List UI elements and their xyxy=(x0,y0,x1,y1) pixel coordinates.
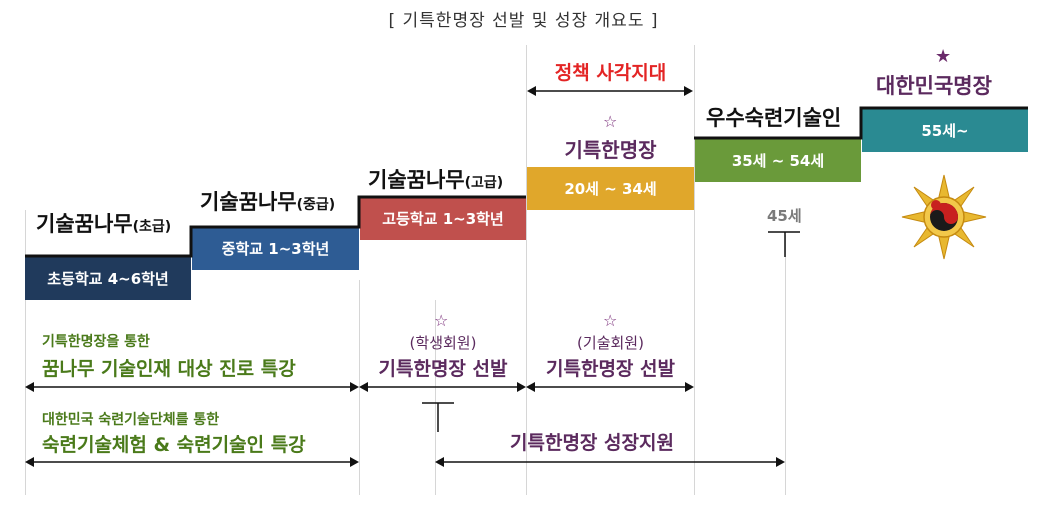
divider-line xyxy=(435,300,436,495)
stage-5-label: 우수숙련기술인 xyxy=(706,106,842,130)
stage-2-level: (중급) xyxy=(296,197,336,213)
stage-2-name: 기술꿈나무 xyxy=(200,190,297,214)
experience-line2: 숙련기술체험 & 숙련기술인 특강 xyxy=(42,434,306,456)
stage-1-box: 초등학교 4~6학년 xyxy=(25,256,191,300)
star-filled-icon: ★ xyxy=(935,46,952,67)
career-lecture-line2: 꿈나무 기술인재 대상 진로 특강 xyxy=(42,358,296,380)
star-outline-icon: ☆ xyxy=(434,311,449,330)
stage-1-box-text: 초등학교 4~6학년 xyxy=(47,269,169,288)
stage-2-box: 중학교 1~3학년 xyxy=(192,227,359,270)
age-45-label: 45세 xyxy=(767,207,802,225)
student-selection-label: 기특한명장 선발 xyxy=(378,358,508,380)
growth-support-label: 기특한명장 성장지원 xyxy=(510,432,674,454)
stage-4-label: 기특한명장 xyxy=(564,138,657,162)
stage-3-name: 기술꿈나무 xyxy=(368,168,465,192)
stage-1-name: 기술꿈나무 xyxy=(36,212,133,236)
student-member-label: (학생회원) xyxy=(409,334,477,352)
stage-2-label: 기술꿈나무(중급) xyxy=(200,186,335,216)
stage-3-level: (고급) xyxy=(464,175,504,191)
policy-gap-label: 정책 사각지대 xyxy=(554,62,667,84)
stage-5-box-text: 35세 ~ 54세 xyxy=(731,151,825,170)
divider-line xyxy=(785,235,786,495)
star-outline-icon: ☆ xyxy=(603,311,618,330)
divider-line xyxy=(359,280,360,495)
page-title: [ 기특한명장 선발 및 성장 개요도 ] xyxy=(388,11,659,31)
stage-3-box-text: 고등학교 1~3학년 xyxy=(382,210,504,228)
tech-member-label: (기술회원) xyxy=(577,334,644,352)
stage-5-box: 35세 ~ 54세 xyxy=(695,138,861,182)
stage-1-label: 기술꿈나무(초급) xyxy=(36,208,171,238)
star-outline-icon: ☆ xyxy=(603,112,618,131)
stage-3-box: 고등학교 1~3학년 xyxy=(360,197,526,240)
divider-line xyxy=(25,210,26,495)
stage-6-box-text: 55세~ xyxy=(921,121,969,140)
experience-line1: 대한민국 숙련기술단체를 통한 xyxy=(42,412,220,428)
stage-6-box: 55세~ xyxy=(862,108,1028,152)
stage-2-box-text: 중학교 1~3학년 xyxy=(221,240,330,258)
stage-3-label: 기술꿈나무(고급) xyxy=(368,164,503,194)
stage-4-box-text: 20세 ~ 34세 xyxy=(564,180,657,198)
stage-6-label: 대한민국명장 xyxy=(876,74,992,98)
stage-1-level: (초급) xyxy=(132,219,172,235)
divider-line xyxy=(526,45,527,495)
tech-selection-label: 기특한명장 선발 xyxy=(546,358,675,380)
stage-4-box: 20세 ~ 34세 xyxy=(527,167,694,210)
career-lecture-line1: 기특한명장을 통한 xyxy=(42,334,150,350)
medal-emblem-icon xyxy=(901,174,987,260)
divider-line xyxy=(694,45,695,495)
